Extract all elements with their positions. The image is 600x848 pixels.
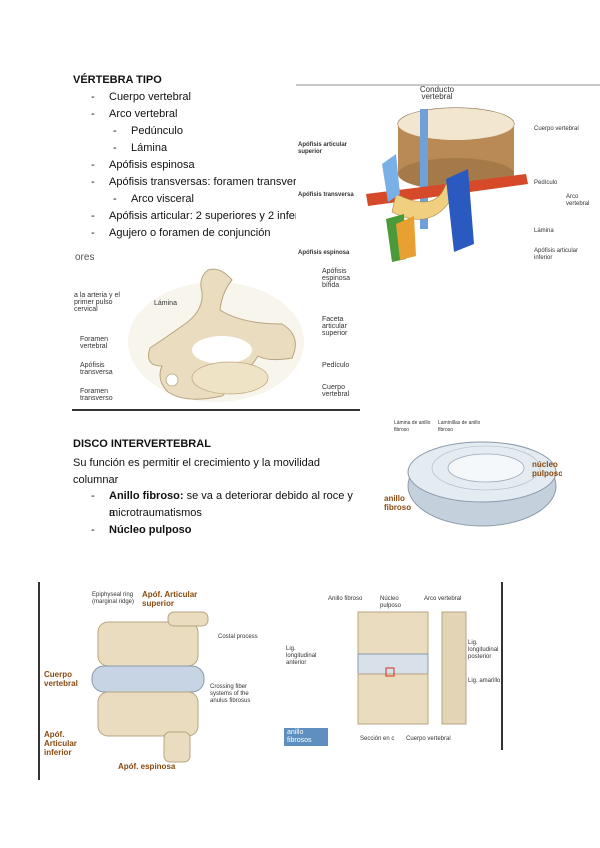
label-nucleo: núcleo pulposo	[532, 460, 562, 478]
label-conducto: Conducto vertebral	[419, 85, 455, 101]
label-top-2: Laminillas de anillo fibroso	[438, 420, 481, 433]
label-transversa: Apófisis transversa	[80, 362, 113, 376]
label-nucleo: Núcleo pulposo	[380, 596, 402, 609]
label-transversa: Apófisis transversa	[298, 192, 354, 198]
disc-figure: Lámina de anillo fibroso Laminillas de a…	[382, 418, 562, 530]
list-item: Apófisis espinosa	[109, 159, 195, 171]
figure-left-rule	[38, 582, 40, 780]
label-art-sup: Apófisis articular superior	[298, 142, 348, 155]
anillo-label: Anillo fibroso:	[109, 490, 184, 502]
list-item: Apófisis articular: 2 superiores y 2 inf…	[109, 210, 323, 222]
label-foramen-vertebral: Foramen vertebral	[80, 336, 109, 350]
list-item: Arco vertebral	[109, 108, 178, 120]
disc-illustration	[407, 441, 557, 527]
figure-top-rule	[296, 84, 600, 86]
cervical-vertebra-figure: a la arteria y el primer pulso cervical …	[72, 262, 360, 414]
highlight-line-1: anillo	[287, 729, 304, 736]
label-cuerpo: Cuerpo vertebral	[406, 736, 451, 742]
list-item: Arco visceral	[131, 193, 194, 205]
label-pediculo: Pedículo	[322, 362, 350, 369]
label-lig-ant: Lig. longitudinal anterior	[286, 646, 317, 666]
list-dash: -	[113, 125, 117, 137]
list-item: Apófisis transversas: foramen transverso	[109, 176, 309, 188]
highlight-line-2: fibrosos	[287, 737, 312, 744]
list-dash: -	[91, 91, 95, 103]
label-lig-amar: Lig. amarillo	[468, 678, 501, 684]
lumbar-figure: Epiphyseal ring (marginal ridge) Apóf. A…	[38, 582, 260, 780]
disco-title: DISCO INTERVERTEBRAL	[73, 438, 211, 450]
list-dash: -	[91, 490, 95, 502]
list-item: Lámina	[131, 142, 168, 154]
label-arteria: a la arteria y el primer pulso cervical	[74, 292, 120, 313]
label-art-sup: Apóf. Articular superior	[142, 590, 198, 608]
lumbar-illustration	[91, 611, 209, 763]
anillo-item: Anillo fibroso: se va a deteriorar debid…	[109, 488, 359, 522]
label-crossing: Crossing fiber systems of the anulus fib…	[210, 684, 251, 704]
sagittal-illustration	[357, 582, 503, 750]
list-dash: -	[91, 108, 95, 120]
list-dash: -	[91, 159, 95, 171]
disco-paragraph-1: Su función es permitir el crecimiento y …	[73, 457, 320, 469]
label-cuerpo: Cuerpo vertebral	[322, 384, 350, 398]
label-bifida: Apófisis espinosa bífida	[322, 268, 351, 289]
disco-paragraph-2: columnar	[73, 474, 119, 486]
anillo-text-2: microtraumatismos	[109, 507, 202, 519]
label-costal: Costal process	[218, 634, 258, 640]
list-dash: -	[91, 227, 95, 239]
label-anillo: anillo fibroso	[384, 494, 412, 512]
list-dash: -	[91, 210, 95, 222]
label-cuerpo: Cuerpo vertebral	[44, 670, 78, 688]
stray-text: ores	[75, 252, 95, 263]
label-cuerpo: Cuerpo vertebral	[534, 126, 579, 132]
cervical-vertebra-illustration	[72, 268, 360, 411]
label-arco: Arco vertebral	[566, 194, 590, 207]
label-arco: Arco vertebral	[424, 596, 462, 602]
label-anillo: Anillo fibroso	[328, 596, 363, 602]
vertebra-3d-figure: Conducto vertebral Apófisis articular su…	[296, 84, 600, 270]
list-dash: -	[91, 524, 95, 536]
label-top-1: Lámina de anillo fibroso	[394, 420, 431, 433]
list-item: Cuerpo vertebral	[109, 91, 191, 103]
label-pediculo: Pedículo	[534, 180, 558, 186]
list-dash: -	[113, 193, 117, 205]
vertebra-3d-illustration	[366, 107, 528, 262]
label-foramen-transverso: Foramen transverso	[80, 388, 113, 402]
label-art-inf: Apóf. Articular inferior	[44, 730, 77, 757]
sagittal-figure: Anillo fibroso Núcleo pulposo Arco verte…	[282, 582, 510, 750]
highlight-box: anillo fibrosos	[284, 728, 328, 746]
vertebra-title: VÉRTEBRA TIPO	[73, 74, 162, 86]
label-epiphyseal: Epiphyseal ring (marginal ridge)	[92, 592, 135, 605]
label-faceta: Faceta articular superior	[322, 316, 348, 337]
list-dash: -	[91, 176, 95, 188]
label-lamina: Lámina	[534, 228, 554, 234]
label-lig-post: Lig. longitudinal posterior	[468, 640, 499, 660]
list-dash: -	[113, 142, 117, 154]
label-seccion: Sección en c	[360, 736, 395, 742]
nucleo-item: Núcleo pulposo	[109, 524, 192, 536]
label-art-inf: Apófisis articular inferior	[534, 248, 579, 261]
label-lamina: Lámina	[154, 300, 177, 307]
label-espinosa: Apófisis espinosa	[298, 250, 350, 256]
list-item: Pedúnculo	[131, 125, 183, 137]
list-item: Agujero o foramen de conjunción	[109, 227, 271, 239]
label-espinosa: Apóf. espinosa	[118, 762, 176, 771]
anillo-text: se va a deteriorar debido al roce y a	[109, 490, 353, 519]
